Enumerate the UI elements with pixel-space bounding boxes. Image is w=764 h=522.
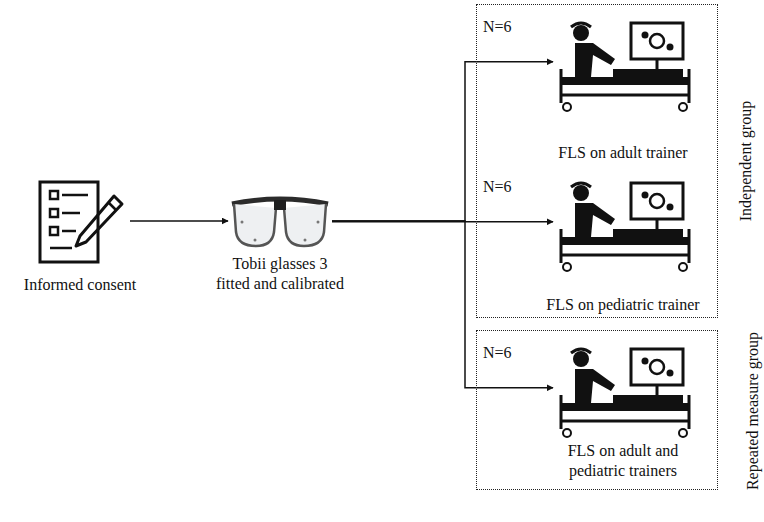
sample-size: N=6 bbox=[483, 177, 512, 197]
condition-label: FLS on adult and pediatric trainers bbox=[543, 441, 703, 481]
condition-label: FLS on pediatric trainer bbox=[546, 295, 699, 315]
glasses-step: Tobii glasses 3 fitted and calibrated bbox=[228, 192, 332, 250]
trainer-station-icon bbox=[553, 19, 693, 114]
eye-tracking-glasses bbox=[228, 192, 332, 250]
flow-arrow bbox=[332, 62, 553, 221]
condition-label: FLS on adult trainer bbox=[558, 143, 687, 163]
trainer-station-icon bbox=[553, 345, 693, 440]
consent-step: Informed consent bbox=[30, 176, 130, 266]
flow-arrow bbox=[130, 220, 228, 222]
condition-panel: N=6FLS on adult and pediatric trainers bbox=[553, 345, 693, 440]
condition-panel: N=6FLS on adult trainer bbox=[553, 19, 693, 114]
condition-panel: N=6FLS on pediatric trainer bbox=[553, 179, 693, 274]
trainer-station-icon bbox=[553, 179, 693, 274]
group-label: Repeated measure group bbox=[743, 332, 763, 490]
consent-icon bbox=[30, 176, 130, 266]
step-label: Tobii glasses 3 fitted and calibrated bbox=[215, 254, 346, 294]
group-label: Independent group bbox=[736, 101, 756, 221]
sample-size: N=6 bbox=[483, 343, 512, 363]
sample-size: N=6 bbox=[483, 17, 512, 37]
flow-arrow bbox=[332, 221, 553, 388]
step-label: Informed consent bbox=[24, 275, 136, 295]
flow-arrow bbox=[332, 221, 553, 223]
group-box: Repeated measure groupN=6FLS on adult an… bbox=[476, 330, 718, 490]
group-box: Independent groupN=6FLS on adult trainer… bbox=[476, 4, 718, 318]
